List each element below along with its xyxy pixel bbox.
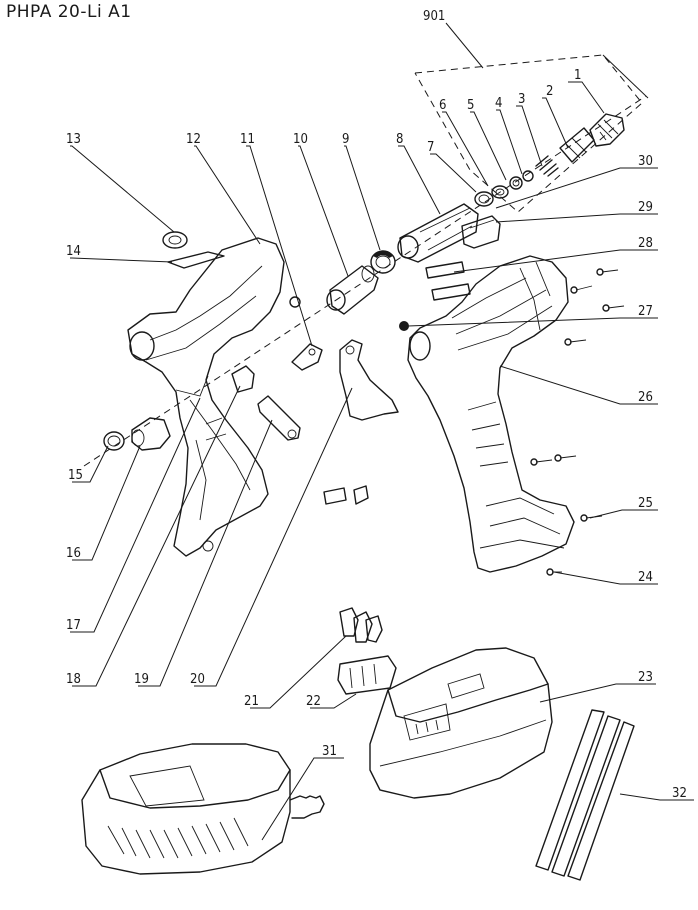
callout-13: 13: [66, 132, 81, 147]
part-nut-27: [399, 321, 409, 331]
callout-22: 22: [306, 694, 321, 709]
part-motor-10: [326, 265, 379, 315]
callout-31: 31: [322, 744, 337, 759]
callout-19: 19: [134, 672, 149, 687]
leader-lines: [70, 81, 694, 841]
part-gearbox-8: [397, 203, 479, 263]
part-housing-right-26: [407, 255, 575, 573]
callout-4: 4: [495, 96, 502, 111]
callout-18: 18: [66, 672, 81, 687]
document-title: PHPA 20-Li A1: [6, 2, 132, 22]
chuck-assembly-outline: [414, 22, 649, 213]
callout-14: 14: [66, 244, 81, 259]
part-rods-32: [535, 709, 635, 881]
part-housing-left-12: [127, 237, 285, 557]
callout-20: 20: [190, 672, 205, 687]
callout-27: 27: [638, 304, 653, 319]
callout-21: 21: [244, 694, 259, 709]
callout-6: 6: [439, 98, 446, 113]
part-washer-6: [491, 185, 509, 199]
part-plate-14: [167, 251, 225, 269]
callout-28: 28: [638, 236, 653, 251]
callout-11: 11: [240, 132, 255, 147]
callout-10: 10: [293, 132, 308, 147]
callout-15: 15: [68, 468, 83, 483]
part-button-13: [162, 231, 188, 249]
callout-5: 5: [467, 98, 474, 113]
callout-8: 8: [396, 132, 403, 147]
callout-7: 7: [427, 140, 434, 155]
part-plates-28: [425, 261, 471, 301]
callout-25: 25: [638, 496, 653, 511]
callout-labels: 1 2 3 4 5 6 7 8 9 10 11 12 13 14 15 16 1…: [66, 68, 687, 801]
part-terminal-block-22: [337, 655, 397, 695]
part-ring-4: [522, 170, 534, 182]
callout-9: 9: [342, 132, 349, 147]
callout-32: 32: [672, 786, 687, 801]
callout-3: 3: [518, 92, 525, 107]
part-trigger-20: [339, 339, 399, 421]
part-contacts-center: [323, 485, 369, 505]
part-spring-3: [535, 155, 559, 177]
part-charger-31: [81, 743, 325, 875]
callout-29: 29: [638, 200, 653, 215]
part-washer-5: [509, 176, 523, 190]
part-linkage-19: [257, 395, 301, 441]
part-collar-16: [131, 417, 171, 451]
part-switch-18: [231, 365, 255, 393]
part-chuck-1: [589, 113, 625, 147]
callout-17: 17: [66, 618, 81, 633]
callout-26: 26: [638, 390, 653, 405]
part-bracket-29: [461, 215, 501, 249]
callout-23: 23: [638, 670, 653, 685]
part-switch-11: [289, 296, 323, 371]
callout-24: 24: [638, 570, 653, 585]
part-spindle-2: [559, 127, 595, 163]
callout-30: 30: [638, 154, 653, 169]
part-terminals-21: [339, 607, 383, 643]
callout-2: 2: [546, 84, 553, 99]
part-ring-9: [370, 250, 396, 274]
part-battery-23: [369, 647, 553, 799]
screws: [530, 268, 625, 576]
assembly-label: 901: [423, 9, 445, 24]
callout-1: 1: [574, 68, 581, 83]
callout-16: 16: [66, 546, 81, 561]
callout-12: 12: [186, 132, 201, 147]
